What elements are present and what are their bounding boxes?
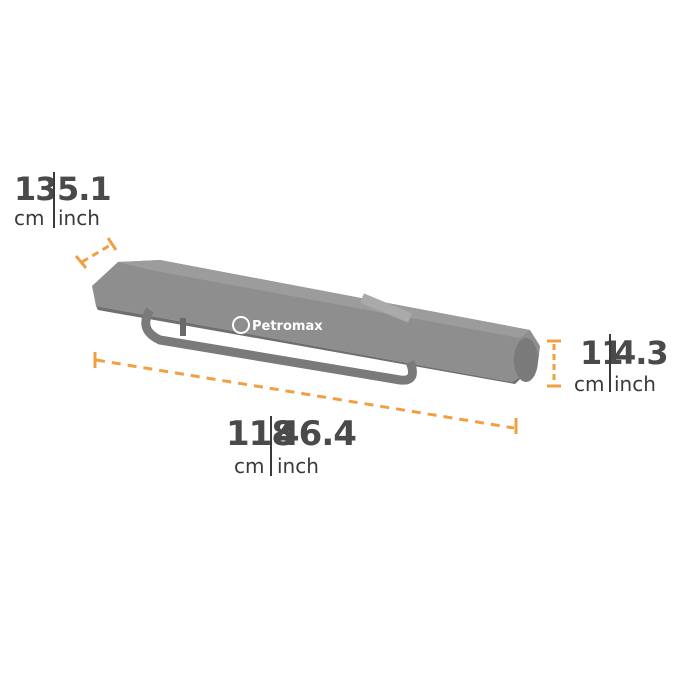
- length-inch-value: 46.4: [276, 414, 357, 454]
- length-inch-unit: inch: [277, 454, 319, 478]
- height-cm-unit: cm: [574, 372, 605, 396]
- height-cm-value: 11: [580, 334, 624, 372]
- height-inch-value: 4.3: [614, 334, 669, 372]
- length-dimension-line: [95, 358, 515, 430]
- carry-bag: Petromax: [92, 260, 540, 385]
- length-divider: [270, 416, 272, 476]
- height-inch-unit: inch: [614, 372, 656, 396]
- depth-cm-unit: cm: [14, 206, 45, 230]
- depth-divider: [53, 172, 55, 228]
- length-cm-unit: cm: [234, 454, 265, 478]
- depth-inch-value: 5.1: [57, 170, 112, 208]
- depth-inch-unit: inch: [58, 206, 100, 230]
- depth-dimension-line: [81, 242, 113, 264]
- depth-cm-value: 13: [14, 170, 58, 208]
- brand-logo-text: Petromax: [252, 319, 323, 334]
- height-divider: [609, 334, 611, 392]
- length-cm-value: 118: [226, 414, 295, 454]
